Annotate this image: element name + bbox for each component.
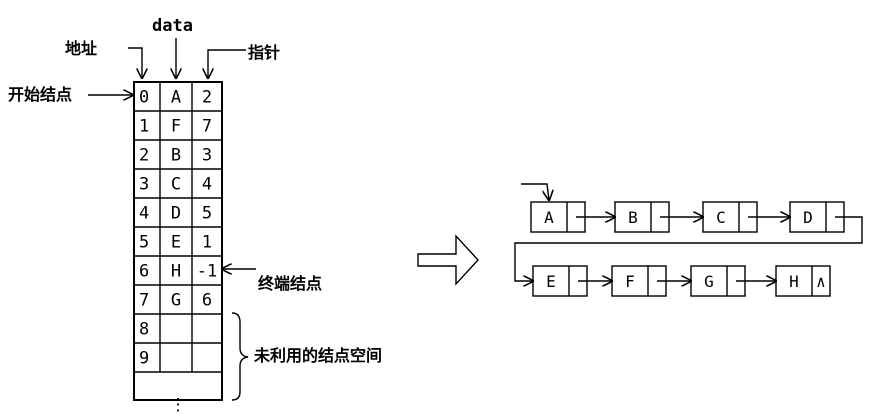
table-cell-address: 2 — [139, 146, 149, 166]
pointer-label: 指针 — [248, 43, 280, 62]
table-cell-address: 3 — [139, 175, 149, 195]
node-data: C — [716, 208, 726, 227]
table-cell-pointer: 5 — [202, 204, 212, 224]
linked-list: A B C D E F G H ∧ — [514, 183, 863, 297]
table-ellipsis: ⋮ — [170, 395, 187, 414]
node-data: F — [625, 272, 635, 291]
wrap-link-arrow — [514, 216, 863, 281]
table-cell-data: A — [171, 88, 181, 108]
table-cell-address: 7 — [139, 291, 149, 311]
table-cell-data: H — [171, 262, 181, 282]
node-data: H — [789, 272, 799, 291]
table-cell-address: 6 — [139, 262, 149, 282]
transform-arrow — [417, 234, 479, 286]
unused-space-brace — [231, 312, 249, 401]
table-cell-address: 4 — [139, 204, 149, 224]
data-label: data — [152, 16, 193, 36]
table-cell-address: 8 — [139, 320, 149, 340]
end-node-label: 终端结点 — [258, 274, 322, 293]
null-pointer: ∧ — [816, 272, 826, 291]
node-data: B — [628, 208, 638, 227]
table-cell-pointer: 6 — [202, 291, 212, 311]
table-cell-pointer: -1 — [197, 262, 217, 282]
table-cell-address: 5 — [139, 233, 149, 253]
table-cell-pointer: 3 — [202, 146, 212, 166]
table-cell-address: 1 — [139, 117, 149, 137]
unused-space-label: 未利用的结点空间 — [253, 346, 382, 365]
table-cell-data: F — [171, 117, 181, 137]
table-cell-data: G — [171, 291, 181, 311]
node-data: A — [544, 208, 554, 227]
table-cell-data: C — [171, 175, 181, 195]
table-cell-pointer: 7 — [202, 117, 212, 137]
start-node-label: 开始结点 — [8, 85, 72, 104]
table-cell-data: E — [171, 233, 181, 253]
table-cell-pointer: 4 — [202, 175, 212, 195]
table-cell-data: D — [171, 204, 181, 224]
table-cell-address: 9 — [139, 349, 149, 369]
node-data: G — [704, 272, 714, 291]
table-cell-data: B — [171, 146, 181, 166]
table-frame — [133, 81, 223, 401]
pointer-arrow — [208, 49, 246, 78]
table-cell-address: 0 — [139, 88, 149, 108]
address-arrow — [128, 47, 142, 78]
node-data: D — [803, 208, 813, 227]
table-cell-pointer: 2 — [202, 88, 212, 108]
node-data: E — [546, 272, 556, 291]
address-label: 地址 — [65, 39, 97, 58]
head-pointer-arrow — [521, 183, 549, 200]
table-cell-pointer: 1 — [202, 233, 212, 253]
